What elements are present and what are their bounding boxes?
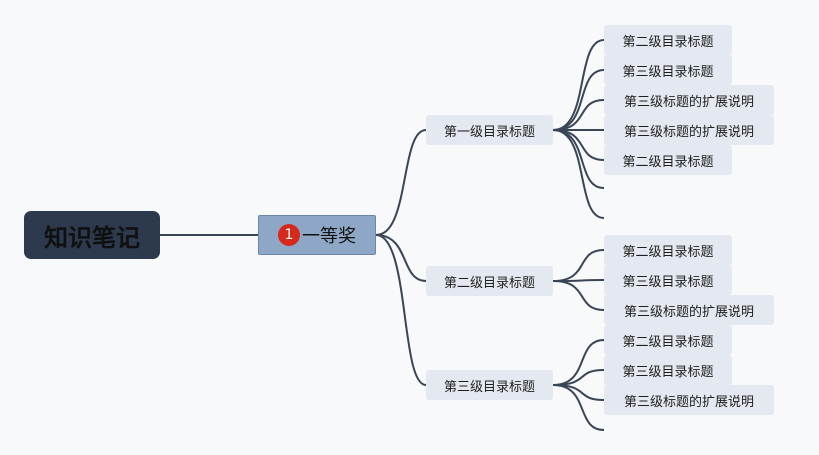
branch-topic-label: 第一级目录标题 (443, 124, 535, 140)
subtopic-label: 第三级标题的扩展说明 (623, 394, 754, 410)
central-topic-label: 一等奖 (302, 226, 356, 247)
subtopic-label: 第三级标题的扩展说明 (623, 124, 754, 140)
connector-b1-c3 (552, 99, 605, 131)
connector-b1-c7 (552, 129, 605, 219)
connector-b1-c1 (552, 39, 605, 131)
subtopic-1-4[interactable]: 第三级标题的扩展说明 (604, 115, 774, 145)
subtopic-1-1[interactable]: 第二级目录标题 (604, 25, 732, 55)
connector-b3-c3 (552, 384, 605, 401)
subtopic-1-5[interactable]: 第二级目录标题 (604, 145, 732, 175)
connector-center-branch-3 (375, 234, 427, 386)
connector-b3-c1 (552, 339, 605, 386)
branch-topic-label: 第二级目录标题 (443, 275, 535, 291)
branch-topic-label: 第三级目录标题 (443, 379, 535, 395)
subtopic-3-3[interactable]: 第三级标题的扩展说明 (604, 385, 774, 415)
connector-b1-c2 (552, 69, 605, 131)
subtopic-label: 第三级标题的扩展说明 (623, 94, 754, 110)
central-topic[interactable]: 1 一等奖 (258, 215, 376, 255)
subtopic-label: 第二级目录标题 (622, 34, 714, 50)
connector-b2-c3 (552, 280, 605, 311)
subtopic-label: 第三级目录标题 (622, 364, 714, 380)
connector-center-branch-2 (375, 234, 427, 282)
subtopic-1-3[interactable]: 第三级标题的扩展说明 (604, 85, 774, 115)
subtopic-label: 第二级目录标题 (622, 154, 714, 170)
subtopic-2-1[interactable]: 第二级目录标题 (604, 235, 732, 265)
connector-b1-c5 (552, 129, 605, 161)
priority-badge: 1 (278, 224, 300, 246)
connector-b2-c1 (552, 249, 605, 282)
subtopic-3-1[interactable]: 第二级目录标题 (604, 325, 732, 355)
connector-b3-c4 (552, 384, 605, 431)
connector-center-branch-1 (375, 129, 427, 236)
connector-b3-c2 (552, 369, 605, 386)
subtopic-label: 第二级目录标题 (622, 334, 714, 350)
root-topic[interactable]: 知识笔记 (25, 212, 159, 258)
subtopic-label: 第三级目录标题 (622, 64, 714, 80)
subtopic-3-2[interactable]: 第三级目录标题 (604, 355, 732, 385)
subtopic-2-2[interactable]: 第三级目录标题 (604, 265, 732, 295)
branch-topic-1[interactable]: 第一级目录标题 (426, 115, 553, 145)
branch-topic-2[interactable]: 第二级目录标题 (426, 266, 553, 296)
branch-topic-3[interactable]: 第三级目录标题 (426, 370, 553, 400)
subtopic-2-3[interactable]: 第三级标题的扩展说明 (604, 295, 774, 325)
root-topic-label: 知识笔记 (44, 223, 140, 252)
subtopic-label: 第三级目录标题 (622, 274, 714, 290)
subtopic-1-2[interactable]: 第三级目录标题 (604, 55, 732, 85)
subtopic-label: 第二级目录标题 (622, 244, 714, 260)
subtopic-label: 第三级标题的扩展说明 (623, 304, 754, 320)
